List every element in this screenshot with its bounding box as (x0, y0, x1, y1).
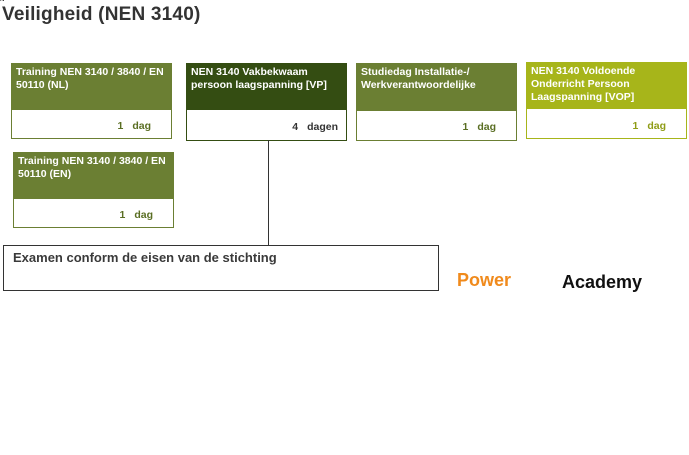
connector-line (268, 140, 269, 254)
course-card-vop[interactable]: NEN 3140 Voldoende Onderricht Persoon La… (526, 62, 687, 139)
course-card-title: Training NEN 3140 / 3840 / EN 50110 (NL) (12, 64, 171, 110)
brand-power: Power (457, 270, 512, 290)
course-duration: 4 dagen (292, 121, 338, 133)
duration-value: 1 (632, 120, 639, 132)
duration-value: 4 (292, 121, 299, 133)
brand-academy: Academy (562, 272, 643, 292)
course-card-title: Training NEN 3140 / 3840 / EN 50110 (EN) (14, 153, 173, 199)
duration-value: 1 (117, 120, 124, 132)
course-duration: 1 dag (462, 121, 496, 133)
exam-box[interactable]: Examen conform de eisen van de stichting (3, 245, 439, 291)
course-card-title: NEN 3140 Vakbekwaam persoon laagspanning… (187, 64, 346, 110)
duration-unit: dag (134, 209, 153, 221)
page-title: Veiligheid (NEN 3140) (2, 4, 201, 25)
course-card-title: NEN 3140 Voldoende Onderricht Persoon La… (527, 63, 686, 109)
duration-unit: dag (132, 120, 151, 132)
exam-label: Examen conform de eisen van de stichting (13, 250, 277, 265)
course-duration: 1 dag (117, 120, 151, 132)
duration-unit: dag (647, 120, 666, 132)
duration-value: 1 (462, 121, 469, 133)
course-duration: 1 dag (632, 120, 666, 132)
duration-value: 1 (119, 209, 126, 221)
course-card-title: Studiedag Installatie-/ Werkverantwoorde… (357, 64, 516, 111)
course-card-training-en[interactable]: Training NEN 3140 / 3840 / EN 50110 (EN)… (13, 152, 174, 228)
title-prefix: N (0, 0, 5, 3)
course-card-vakbekwaam-vp[interactable]: NEN 3140 Vakbekwaam persoon laagspanning… (186, 63, 347, 141)
course-card-studiedag[interactable]: Studiedag Installatie-/ Werkverantwoorde… (356, 63, 517, 141)
course-card-training-nl[interactable]: Training NEN 3140 / 3840 / EN 50110 (NL)… (11, 63, 172, 139)
duration-unit: dagen (307, 121, 338, 133)
duration-unit: dag (477, 121, 496, 133)
course-duration: 1 dag (119, 209, 153, 221)
